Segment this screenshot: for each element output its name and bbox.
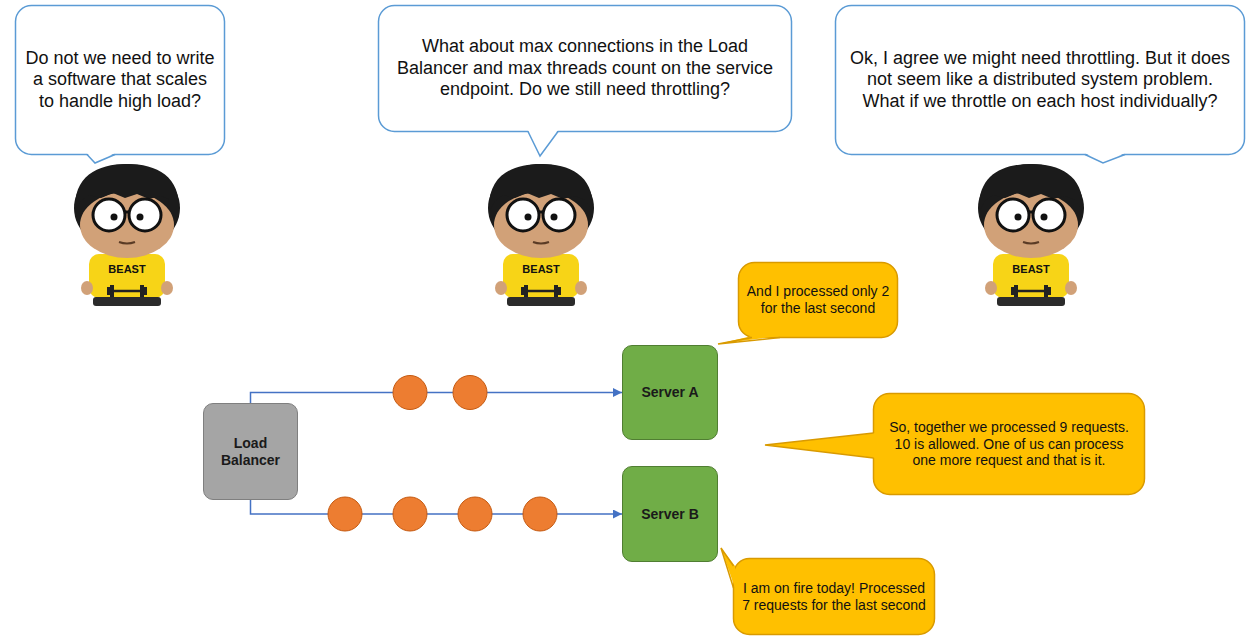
outline [379, 6, 792, 132]
request-dot [458, 497, 492, 531]
tail-outline [528, 132, 558, 157]
box-label: Server B [629, 506, 711, 523]
load-balancer-box: Load Balancer [203, 403, 298, 500]
callout-text: I am on fire today! Processed 7 requests… [741, 580, 927, 614]
outline [739, 263, 898, 338]
shirt-text: BEAST [509, 263, 573, 275]
box-label: Server A [629, 384, 711, 401]
callout-note: So, together we processed 9 requests. 10… [873, 393, 1145, 495]
speech-text: What about max connections in the Load B… [388, 36, 782, 101]
tail-outline [718, 338, 780, 345]
tail-outline [1085, 155, 1125, 164]
callout-text: So, together we processed 9 requests. 10… [883, 419, 1135, 469]
tail-outline [765, 433, 874, 458]
cartoon-developer [74, 164, 180, 306]
server-box: Server B [622, 466, 718, 562]
request-dot [328, 497, 362, 531]
outline [874, 394, 1145, 495]
tail-fill [721, 548, 735, 588]
speech-bubble: What about max connections in the Load B… [378, 5, 792, 132]
request-dot [523, 497, 557, 531]
request-dot [393, 497, 427, 531]
tail-fill [528, 130, 558, 156]
server-box: Server A [622, 345, 718, 440]
speech-bubble: Do not we need to write a software that … [15, 5, 225, 155]
speech-bubble: Ok, I agree we might need throttling. Bu… [835, 5, 1245, 155]
tail-outline [721, 548, 734, 588]
tail-fill [1085, 153, 1125, 163]
cartoon-developer [488, 164, 594, 306]
outline [734, 559, 935, 635]
request-dot [393, 376, 427, 410]
request-dot [453, 376, 487, 410]
tail-fill [718, 336, 780, 344]
callout-note: And I processed only 2 for the last seco… [738, 262, 898, 338]
callout-note: I am on fire today! Processed 7 requests… [733, 558, 935, 635]
speech-text: Ok, I agree we might need throttling. Bu… [845, 48, 1235, 113]
tail-fill [87, 153, 115, 163]
tail-outline [87, 155, 115, 164]
shirt-text: BEAST [95, 263, 159, 275]
box-label: Load Balancer [210, 435, 291, 469]
cartoon-developer [978, 164, 1084, 306]
tail-fill [765, 433, 875, 458]
outline [836, 6, 1245, 155]
request-flow-arrow [251, 500, 623, 514]
speech-text: Do not we need to write a software that … [25, 48, 215, 113]
request-flow-arrow [251, 393, 623, 404]
outline [16, 6, 225, 155]
shirt-text: BEAST [999, 263, 1063, 275]
callout-text: And I processed only 2 for the last seco… [746, 283, 890, 317]
